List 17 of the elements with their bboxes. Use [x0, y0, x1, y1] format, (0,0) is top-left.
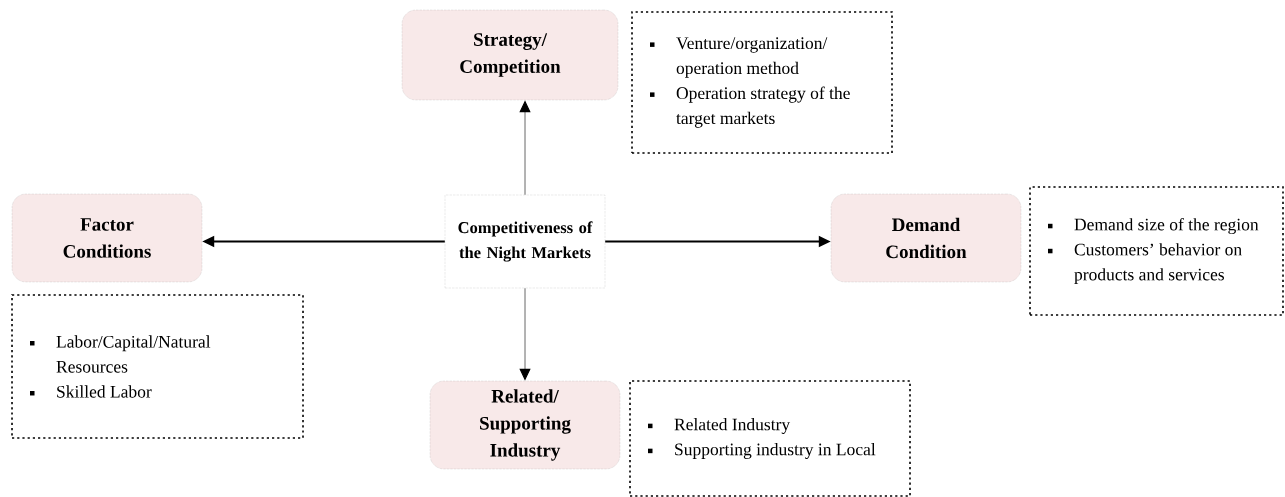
rounded-box: Strategy/ Competition — [401, 9, 619, 101]
bullet-item: Demand size of the region — [1048, 217, 1259, 235]
bullet-item: Operation strategy of the target markets — [650, 86, 850, 128]
rounded-box: Factor Conditions — [11, 193, 203, 283]
bullet-list-box — [1029, 186, 1284, 316]
bullet-item: Skilled Labor — [30, 385, 152, 398]
rounded-box: Demand Condition — [830, 193, 1022, 283]
bullet-list-box — [629, 380, 911, 497]
bullet-list-box — [11, 294, 304, 439]
bullet-item: Labor/Capital/Natural Resources — [30, 335, 211, 373]
center-box: Competitiveness of the Night Markets — [444, 194, 606, 289]
bullet-item: Venture/organization/ operation method — [650, 37, 828, 78]
bullet-item: Customers’ behavior on products and services — [1048, 243, 1242, 284]
bullet-item: Related Industry — [648, 418, 791, 434]
rounded-box: Related/ Supporting Industry — [429, 380, 621, 470]
bullet-list-box — [631, 11, 893, 154]
bullet-item: Supporting industry in Local — [648, 443, 876, 459]
